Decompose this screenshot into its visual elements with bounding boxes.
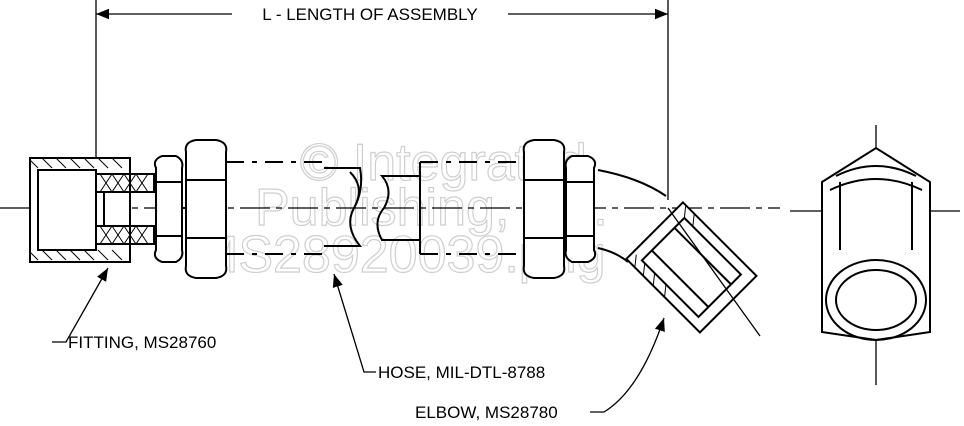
hose-mil-dtl-8788	[226, 161, 524, 255]
elbow-hex-nuts	[522, 139, 597, 279]
elbow-ms28780	[597, 169, 761, 337]
length-dimension: L - LENGTH OF ASSEMBLY	[95, 0, 669, 200]
elbow-callout-label: ELBOW, MS28780	[415, 403, 558, 422]
end-view	[790, 125, 960, 385]
fitting-hex-nuts	[153, 139, 228, 279]
length-dimension-label: L - LENGTH OF ASSEMBLY	[262, 5, 477, 24]
hose-callout-label: HOSE, MIL-DTL-8788	[378, 363, 545, 382]
fitting-ms28760	[29, 157, 155, 263]
callout-leaders	[52, 267, 665, 413]
fitting-callout-label: FITTING, MS28760	[68, 333, 216, 352]
